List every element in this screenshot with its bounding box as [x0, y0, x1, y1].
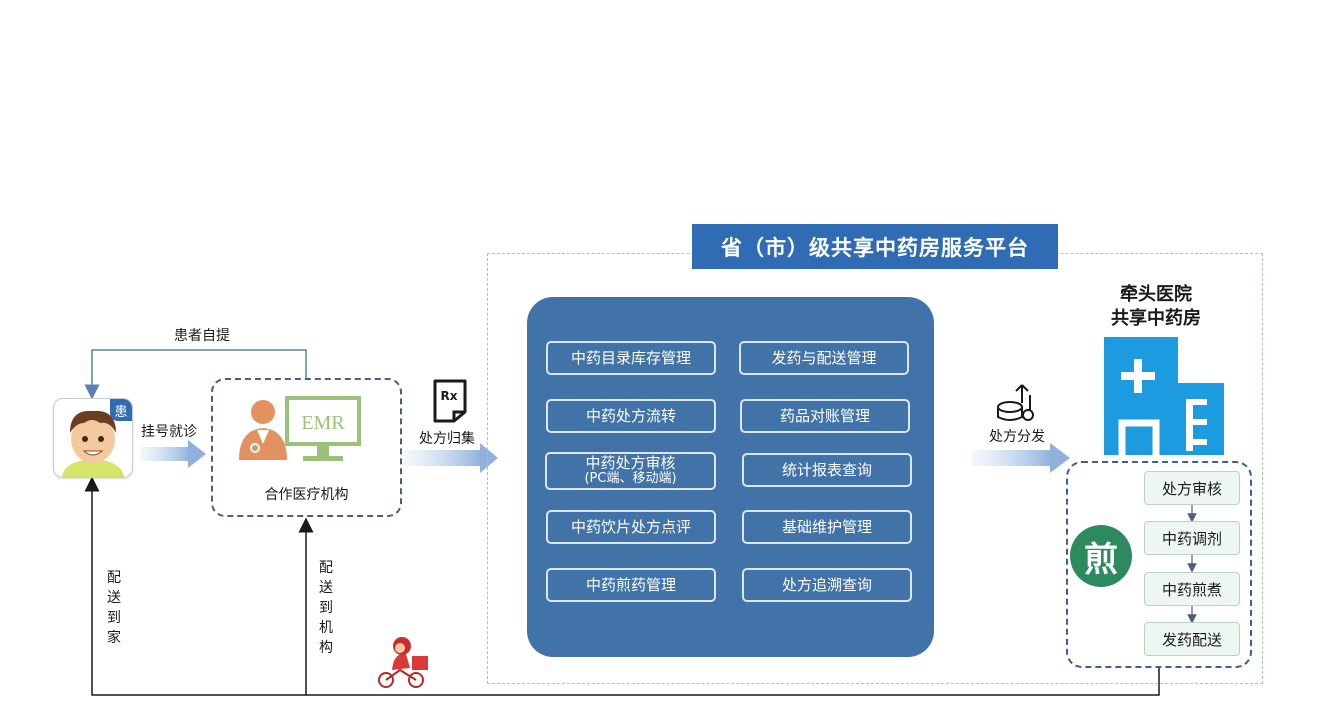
patient-badge: 患 — [110, 399, 132, 421]
doctor-icon — [239, 400, 287, 460]
deliver-institution-label: 配 送 到 机 构 — [319, 560, 333, 656]
hospital-name: 牵头医院 共享中药房 — [1094, 283, 1218, 331]
step-deliver: 发药配送 — [1144, 622, 1240, 656]
module-review[interactable]: 中药处方审核 (PC端、移动端) — [545, 452, 716, 490]
step-review: 处方审核 — [1144, 471, 1240, 505]
institution-label: 合作医疗机构 — [264, 487, 349, 503]
courier-icon — [378, 637, 428, 688]
hospital-building-icon — [1104, 337, 1224, 455]
distribute-label: 处方分发 — [989, 429, 1045, 445]
self-pickup-label: 患者自提 — [174, 328, 230, 344]
module-flow[interactable]: 中药处方流转 — [546, 399, 716, 433]
step-decoct: 中药煎煮 — [1144, 572, 1240, 606]
module-catalog[interactable]: 中药目录库存管理 — [546, 341, 716, 375]
module-stats[interactable]: 统计报表查询 — [742, 453, 912, 487]
patient-avatar: 患 — [53, 398, 133, 478]
module-reconcile[interactable]: 药品对账管理 — [740, 399, 910, 433]
delivery-line — [84, 476, 1160, 696]
emr-monitor-icon: EMR — [285, 396, 361, 461]
register-arrow — [140, 440, 206, 468]
self-pickup-line — [84, 349, 307, 400]
distribute-arrow — [972, 443, 1070, 473]
deliver-home-label: 配 送 到 家 — [107, 570, 121, 646]
collect-label: 处方归集 — [419, 431, 475, 447]
platform-title: 省（市）级共享中药房服务平台 — [692, 224, 1058, 269]
module-trace[interactable]: 处方追溯查询 — [742, 568, 912, 602]
module-maintenance[interactable]: 基础维护管理 — [742, 510, 912, 544]
module-review-label: 中药处方审核 — [585, 454, 676, 472]
module-comment[interactable]: 中药饮片处方点评 — [546, 510, 716, 544]
module-review-sub: (PC端、移动端) — [584, 471, 677, 486]
prescription-icon: Rx — [433, 379, 467, 423]
hospital-line2: 共享中药房 — [1111, 308, 1201, 329]
rx-text: Rx — [441, 389, 458, 403]
hospital-line1: 牵头医院 — [1120, 284, 1192, 305]
decoction-icon: 煎 — [1070, 525, 1132, 587]
distribute-icon — [997, 384, 1034, 421]
module-dispatch[interactable]: 发药与配送管理 — [739, 341, 909, 375]
register-label: 挂号就诊 — [141, 424, 197, 440]
collect-arrow — [404, 443, 498, 473]
emr-text: EMR — [301, 412, 345, 434]
institution-box: EMR 合作医疗机构 — [211, 378, 402, 517]
step-dispense: 中药调剂 — [1144, 521, 1240, 555]
module-panel: 中药目录库存管理 发药与配送管理 中药处方流转 药品对账管理 中药处方审核 (P… — [527, 297, 934, 657]
process-box — [1066, 461, 1252, 668]
module-decoction[interactable]: 中药煎药管理 — [546, 568, 716, 602]
